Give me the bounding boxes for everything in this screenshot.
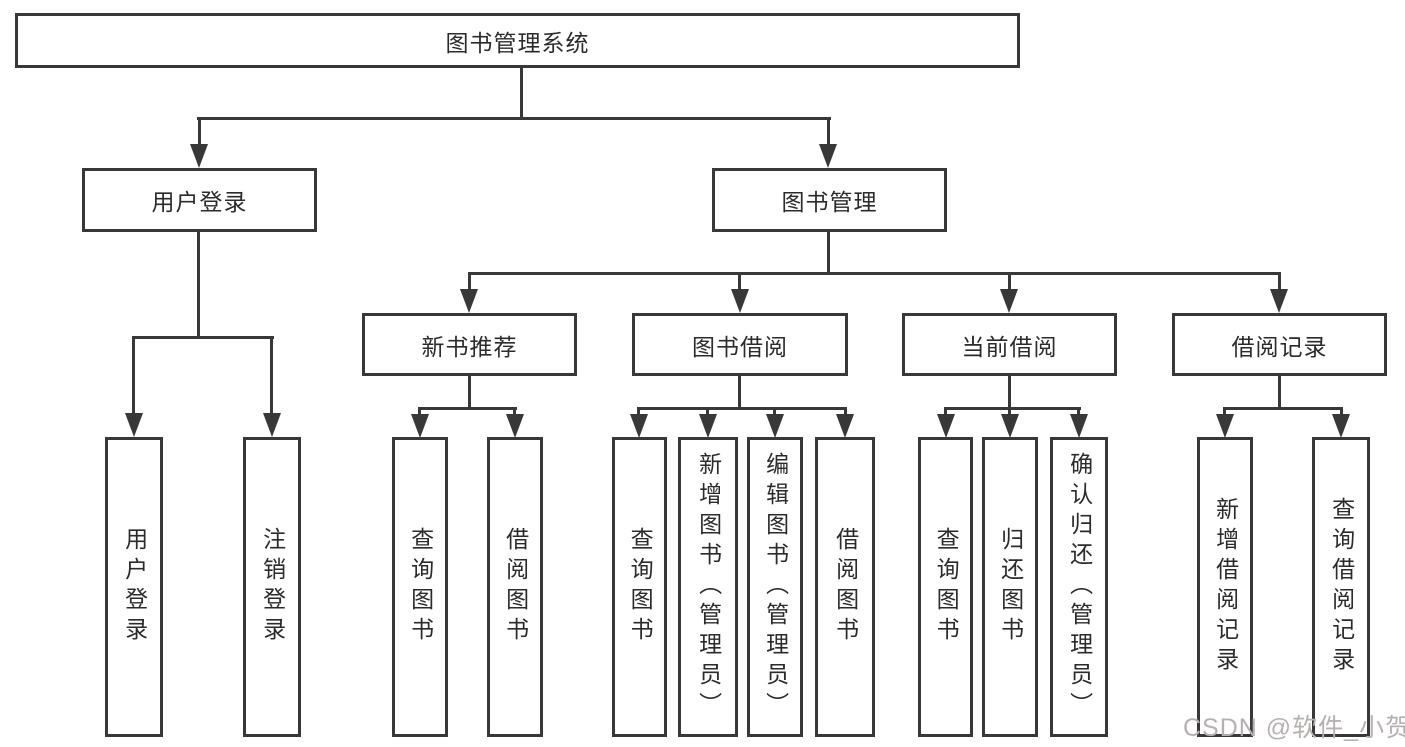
- node-book-management-label: 图书管理: [781, 189, 878, 215]
- leaf-current-query-books-label: 查询图书: [933, 527, 960, 647]
- connector-line: [520, 68, 523, 118]
- connector-line: [706, 407, 709, 419]
- leaf-logout: 注销登录: [243, 437, 301, 737]
- connector-line: [827, 117, 830, 147]
- leaf-borrow-borrow-books: 借阅图书: [815, 437, 875, 737]
- arrow-down: [190, 144, 208, 168]
- arrow-down: [125, 413, 143, 437]
- node-book-management: 图书管理: [712, 168, 947, 232]
- arrow-down: [460, 289, 478, 313]
- connector-line: [637, 407, 847, 410]
- leaf-records-query-borrow-record: 查询借阅记录: [1312, 437, 1370, 737]
- arrow-down: [937, 414, 955, 438]
- leaf-newbook-query-books-label: 查询图书: [407, 527, 434, 647]
- leaf-user-login-label: 用户登录: [121, 527, 148, 647]
- connector-line: [197, 117, 831, 120]
- connector-line: [738, 376, 741, 410]
- arrow-down: [819, 144, 837, 168]
- leaf-logout-label: 注销登录: [259, 527, 286, 647]
- connector-line: [637, 407, 640, 419]
- arrow-down: [836, 414, 854, 438]
- connector-line: [1008, 376, 1011, 410]
- connector-line: [1223, 407, 1343, 410]
- node-root-label: 图书管理系统: [445, 29, 590, 56]
- leaf-borrow-edit-books-admin: 编辑图书（管理员）: [747, 437, 803, 737]
- connector-line: [944, 407, 947, 419]
- node-user-login-label: 用户登录: [151, 189, 248, 215]
- arrow-down: [1270, 289, 1288, 313]
- arrow-down: [630, 414, 648, 438]
- leaf-borrow-query-books: 查询图书: [612, 437, 667, 737]
- connector-line: [827, 232, 830, 275]
- leaf-current-query-books: 查询图书: [918, 437, 973, 737]
- node-new-book-recommend-label: 新书推荐: [421, 333, 518, 360]
- arrow-down: [1000, 289, 1018, 313]
- node-current-borrow-label: 当前借阅: [961, 333, 1058, 360]
- connector-line: [468, 272, 1281, 275]
- node-root: 图书管理系统: [15, 13, 1020, 68]
- arrow-down: [506, 414, 524, 438]
- node-borrow-records-label: 借阅记录: [1231, 333, 1328, 360]
- node-book-borrow-label: 图书借阅: [692, 333, 788, 360]
- leaf-borrow-query-books-label: 查询图书: [627, 527, 654, 647]
- leaf-newbook-borrow-books: 借阅图书: [487, 437, 543, 737]
- leaf-records-add-borrow-record: 新增借阅记录: [1197, 437, 1253, 737]
- node-user-login: 用户登录: [82, 168, 317, 232]
- leaf-newbook-borrow-books-label: 借阅图书: [502, 527, 529, 647]
- leaf-newbook-query-books: 查询图书: [392, 437, 448, 737]
- leaf-user-login: 用户登录: [105, 437, 163, 737]
- connector-line: [1340, 407, 1343, 419]
- connector-line: [513, 407, 516, 419]
- node-borrow-records: 借阅记录: [1172, 313, 1387, 376]
- connector-line: [1008, 272, 1011, 292]
- connector-line: [197, 232, 200, 339]
- connector-line: [198, 117, 201, 147]
- arrow-down: [1070, 414, 1088, 438]
- watermark: CSDN @软件_小贺同学: [1183, 714, 1405, 742]
- connector-line: [1008, 407, 1011, 419]
- leaf-borrow-add-books-admin: 新增图书（管理员）: [678, 437, 738, 737]
- node-book-borrow: 图书借阅: [632, 313, 848, 376]
- connector-line: [1223, 407, 1226, 419]
- leaf-borrow-borrow-books-label: 借阅图书: [832, 527, 859, 647]
- leaf-current-return-books-label: 归还图书: [997, 527, 1024, 647]
- arrow-down: [766, 414, 784, 438]
- leaf-borrow-edit-books-admin-label: 编辑图书（管理员）: [762, 452, 789, 722]
- leaf-records-query-borrow-record-label: 查询借阅记录: [1328, 497, 1355, 677]
- connector-line: [468, 272, 471, 292]
- connector-line: [1278, 272, 1281, 292]
- connector-line: [1278, 376, 1281, 410]
- arrow-down: [1332, 414, 1350, 438]
- connector-line: [418, 407, 421, 419]
- arrow-down: [411, 414, 429, 438]
- leaf-current-return-books: 归还图书: [982, 437, 1038, 737]
- connector-line: [773, 407, 776, 419]
- connector-line: [944, 407, 1081, 410]
- connector-line: [418, 407, 517, 410]
- connector-line: [844, 407, 847, 419]
- connector-line: [738, 272, 741, 292]
- arrow-down: [263, 413, 281, 437]
- arrow-down: [1216, 414, 1234, 438]
- leaf-borrow-add-books-admin-label: 新增图书（管理员）: [695, 452, 722, 722]
- arrow-down: [699, 414, 717, 438]
- arrow-down: [1001, 414, 1019, 438]
- connector-line: [270, 336, 273, 416]
- connector-line: [132, 336, 274, 339]
- node-new-book-recommend: 新书推荐: [362, 313, 577, 376]
- connector-line: [132, 336, 135, 416]
- connector-line: [468, 376, 471, 410]
- arrow-down: [731, 289, 749, 313]
- node-current-borrow: 当前借阅: [902, 313, 1117, 376]
- leaf-records-add-borrow-record-label: 新增借阅记录: [1212, 497, 1239, 677]
- leaf-current-confirm-return-admin: 确认归还（管理员）: [1050, 437, 1108, 737]
- leaf-current-confirm-return-admin-label: 确认归还（管理员）: [1066, 452, 1093, 722]
- connector-line: [1077, 407, 1080, 419]
